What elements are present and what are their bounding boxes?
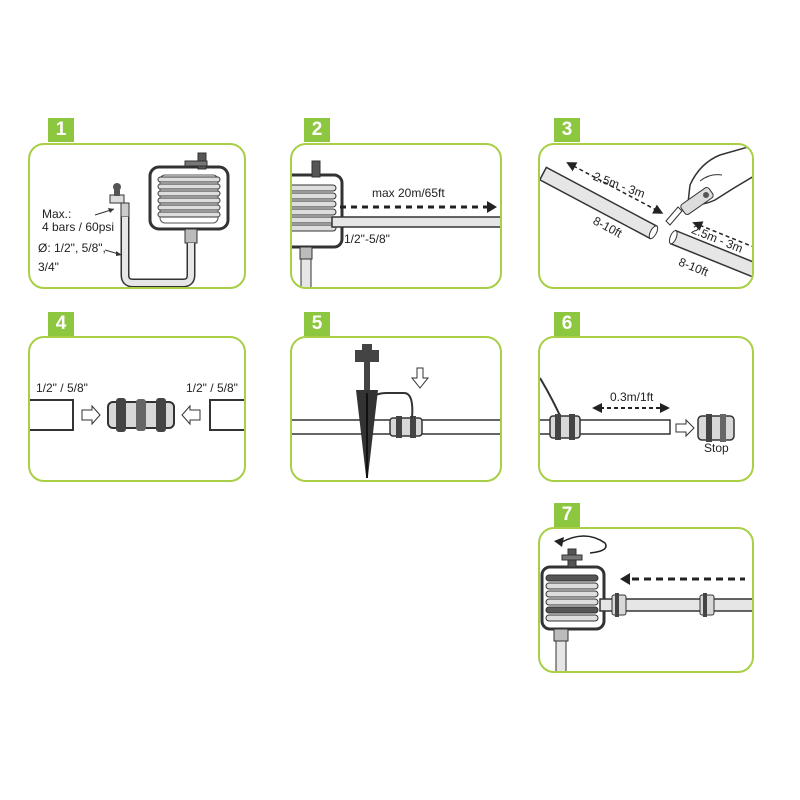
step-number-badge: 3	[554, 118, 580, 142]
step-6-panel: 0.3m/1ft Stop	[538, 336, 754, 482]
step-number-badge: 6	[554, 312, 580, 336]
right-size-label: 1/2" / 5/8"	[186, 381, 238, 395]
step-3-panel: 2.5m - 3m 8-10ft 2.5m - 3m 8-10ft	[538, 143, 754, 289]
left-size-label: 1/2" / 5/8"	[36, 381, 88, 395]
step-5-panel	[290, 336, 502, 482]
step-number-badge: 1	[48, 118, 74, 142]
sprinkler-illustration	[292, 344, 500, 478]
hose-size-label: 1/2"-5/8"	[344, 232, 390, 246]
step-number-badge: 5	[304, 312, 330, 336]
step-number-badge: 2	[304, 118, 330, 142]
max-label: Max.:	[42, 207, 72, 221]
step-4-panel: 1/2" / 5/8" 1/2" / 5/8"	[28, 336, 246, 482]
diameter-label-2: 3/4"	[38, 260, 59, 274]
step-1-panel: Max.: 4 bars / 60psi Ø: 1/2", 5/8", 3/4"	[28, 143, 246, 289]
step-number-badge: 4	[48, 312, 74, 336]
connector-illustration	[30, 398, 244, 432]
step-number-badge: 7	[554, 503, 580, 527]
step-2-panel: max 20m/65ft 1/2"-5/8"	[290, 143, 502, 289]
end-stop-illustration	[540, 377, 735, 442]
reel-hose-illustration	[292, 160, 500, 287]
stop-label: Stop	[704, 441, 729, 455]
diameter-label: Ø: 1/2", 5/8",	[38, 241, 106, 255]
hose-cutting-illustration	[540, 145, 752, 287]
pressure-label: 4 bars / 60psi	[42, 220, 115, 234]
max-length-label: max 20m/65ft	[372, 186, 445, 200]
reel-faucet-illustration	[94, 152, 230, 287]
distance-label: 0.3m/1ft	[610, 390, 654, 404]
step-7-panel	[538, 527, 754, 673]
reel-winding-illustration	[540, 535, 752, 671]
